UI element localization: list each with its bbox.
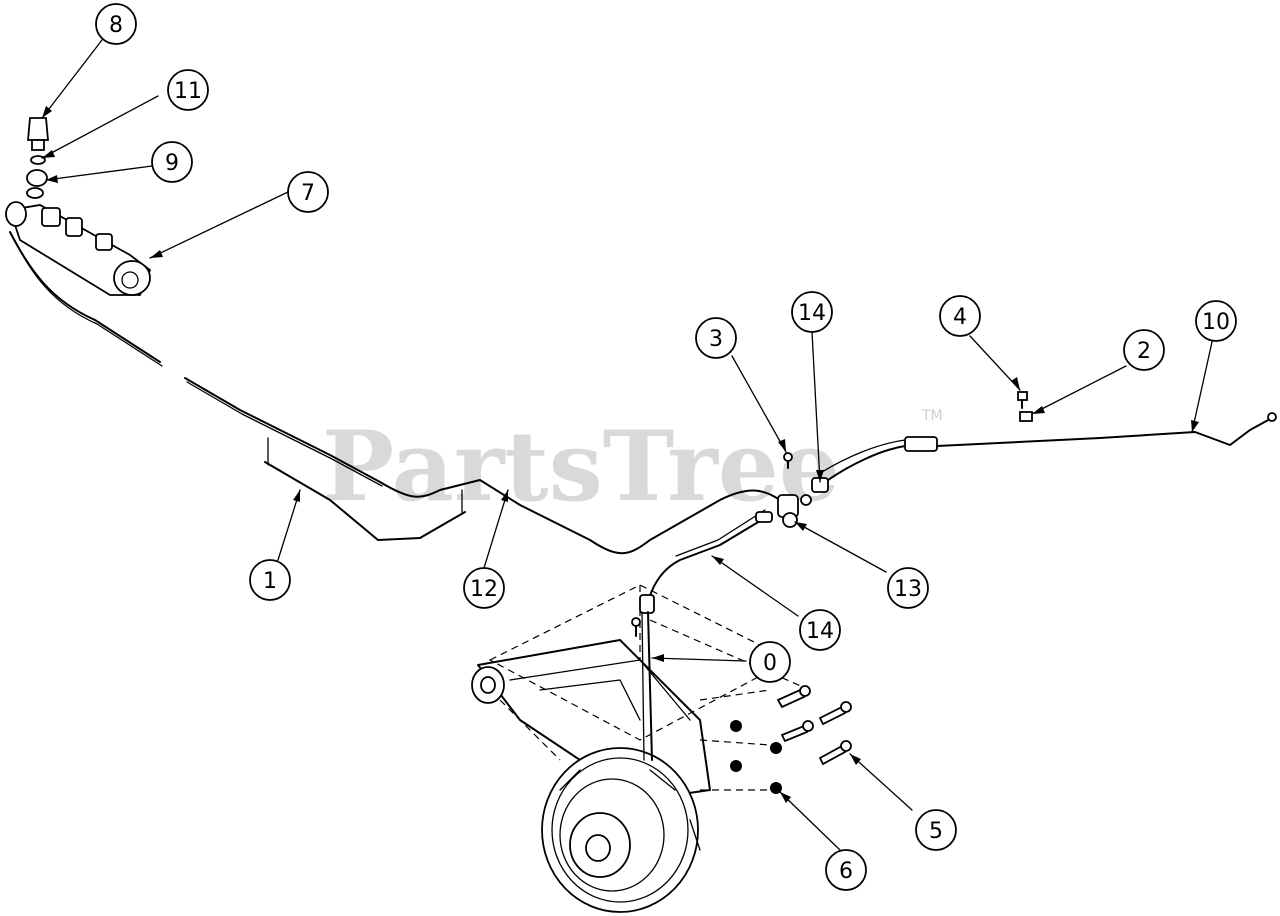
clip-2 <box>1019 411 1033 422</box>
banjo-9 <box>26 169 48 187</box>
brake-line-1 <box>264 437 466 541</box>
svg-text:7: 7 <box>301 181 315 206</box>
callout-10-top: 10 <box>1195 300 1237 342</box>
callout-13: 13 <box>887 567 929 609</box>
bolt-3 <box>783 452 793 469</box>
svg-text:6: 6 <box>839 859 853 884</box>
svg-text:14: 14 <box>806 619 834 644</box>
callout-4: 4 <box>939 295 981 337</box>
callout-3: 3 <box>695 317 737 359</box>
callout-11: 11 <box>167 69 209 111</box>
nuts-6 <box>730 720 782 794</box>
bleeder-fitting-8 <box>27 117 49 151</box>
leader-lines <box>41 39 1213 851</box>
trademark-symbol: TM <box>921 408 943 424</box>
callout-10-bottom: 0 <box>749 641 791 683</box>
callout-9: 9 <box>151 141 193 183</box>
callout-14-bottom: 14 <box>799 609 841 651</box>
callout-2: 2 <box>1123 329 1165 371</box>
bolts-5 <box>776 685 852 766</box>
callout-12: 12 <box>463 567 505 609</box>
svg-text:14: 14 <box>798 301 826 326</box>
svg-text:5: 5 <box>929 819 943 844</box>
bolt-small <box>631 617 641 637</box>
svg-text:1: 1 <box>263 569 277 594</box>
hose-14-lower <box>639 509 773 614</box>
line-10-end-fitting <box>1267 412 1277 422</box>
svg-text:9: 9 <box>165 151 179 176</box>
svg-text:10: 10 <box>1202 310 1230 335</box>
svg-text:11: 11 <box>174 79 202 104</box>
callout-7: 7 <box>287 171 329 213</box>
svg-text:0: 0 <box>763 651 777 676</box>
master-cylinder <box>5 201 152 296</box>
tee-fitting-13 <box>777 494 812 528</box>
bolt-4 <box>1017 391 1028 409</box>
svg-text:12: 12 <box>470 577 498 602</box>
brake-line-10 <box>936 417 1273 447</box>
svg-text:2: 2 <box>1137 339 1151 364</box>
svg-text:4: 4 <box>953 305 967 330</box>
washer-9b <box>26 187 44 199</box>
brake-drum <box>541 747 701 913</box>
svg-text:13: 13 <box>894 577 922 602</box>
partstree-watermark: PartsTree <box>322 410 840 523</box>
axle-arm <box>471 639 711 801</box>
callout-5: 5 <box>915 809 957 851</box>
callout-8: 8 <box>95 3 137 45</box>
svg-text:8: 8 <box>109 13 123 38</box>
callout-6: 6 <box>825 849 867 891</box>
callout-14-top: 14 <box>791 291 833 333</box>
svg-text:3: 3 <box>709 327 723 352</box>
brake-line-10-lower <box>647 611 653 761</box>
callout-1: 1 <box>249 559 291 601</box>
hose-14-upper <box>811 436 938 493</box>
